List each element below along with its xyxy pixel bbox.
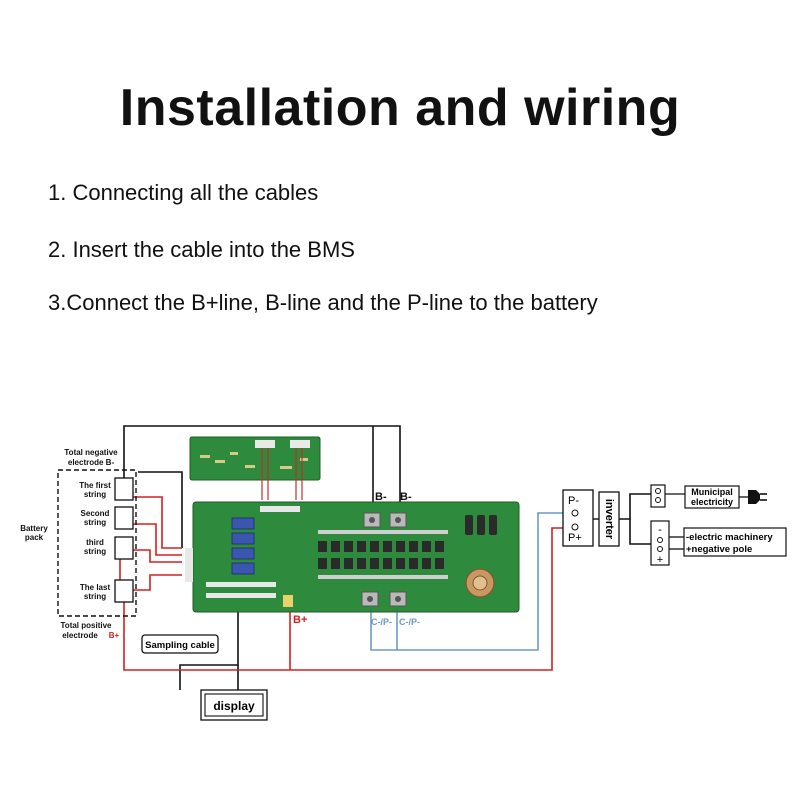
page-title: Installation and wiring <box>119 79 681 137</box>
display-label: display <box>213 699 255 713</box>
p-minus-port-icon <box>571 509 579 517</box>
sampling-cable-label: Sampling cable <box>145 640 215 651</box>
c-p-label-2: C-/P- <box>399 617 420 627</box>
string-2-label-1: Second <box>81 509 110 518</box>
machinery-label-1: -electric machinery <box>686 532 773 543</box>
step-3: 3.Connect the B+line, B-line and the P-l… <box>48 290 598 315</box>
neg-electrode-label-2: electrode B- <box>68 458 115 467</box>
p-plus-port-icon <box>571 523 579 531</box>
p-minus-label: P- <box>568 495 579 507</box>
pos-electrode-tag: B+ <box>109 631 120 640</box>
pos-electrode-label-2: electrode <box>62 631 98 640</box>
battery-pack-label-1: Battery <box>20 524 48 533</box>
display-box-inner <box>204 693 264 717</box>
b-plus-label: B+ <box>293 614 307 626</box>
battery-pack-label-2: pack <box>25 533 44 542</box>
machinery-box <box>683 527 787 557</box>
machinery-plus: + <box>657 554 663 566</box>
p-plus-label: P+ <box>568 532 582 544</box>
string-4-label-1: The last <box>80 583 111 592</box>
inverter-box <box>598 491 620 547</box>
municipal-port-box <box>650 484 666 508</box>
string-4-label-2: string <box>84 592 106 601</box>
string-1-label-2: string <box>84 490 106 499</box>
step-1: 1. Connecting all the cables <box>48 180 319 205</box>
black-wires <box>123 425 700 690</box>
municipal-label-2: electricity <box>691 497 733 507</box>
step-2: 2. Insert the cable into the BMS <box>48 237 355 262</box>
plug-icon <box>739 490 767 504</box>
b-minus-label-1: B- <box>375 491 387 503</box>
b-minus-label-2: B- <box>400 491 412 503</box>
machinery-label-2: +negative pole <box>686 544 752 555</box>
c-p-label-1: C-/P- <box>371 617 392 627</box>
string-3-label-2: string <box>84 547 106 556</box>
inverter-label: inverter <box>603 499 615 540</box>
red-wires <box>119 496 565 671</box>
string-1-label-1: The first <box>79 481 111 490</box>
bms-main-board <box>185 501 520 613</box>
battery-cells <box>114 477 134 603</box>
machinery-minus: - <box>658 524 662 536</box>
sampling-board <box>189 436 321 500</box>
pos-electrode-label-1: Total positive <box>61 621 113 630</box>
municipal-label-1: Municipal <box>691 487 733 497</box>
string-3-label-1: third <box>86 538 104 547</box>
string-2-label-2: string <box>84 518 106 527</box>
sampling-cable-box <box>141 634 219 654</box>
p-terminal-box <box>562 489 594 547</box>
neg-electrode-label-1: Total negative <box>64 448 118 457</box>
